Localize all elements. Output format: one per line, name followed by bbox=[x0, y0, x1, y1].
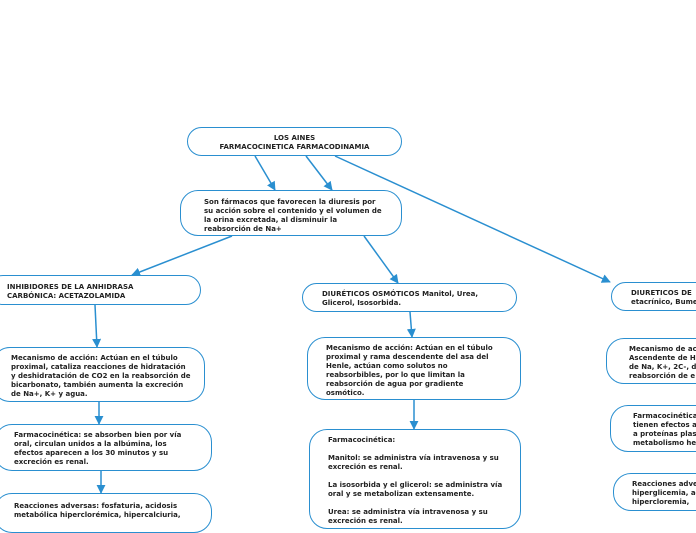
diureticos-de-node-text: DIURETICOS DE etacrínico, Bume bbox=[631, 289, 696, 306]
inhib-farmaco-node[interactable]: Farmacocinética: se absorben bien por ví… bbox=[0, 424, 212, 471]
diureticos-de-node[interactable]: DIURETICOS DE etacrínico, Bume bbox=[611, 282, 696, 311]
definition-node-text: Son fármacos que favorecen la diuresis p… bbox=[204, 198, 385, 233]
inhib-mecanismo-node-text: Mecanismo de acción: Actúan en el túbulo… bbox=[11, 354, 193, 398]
de-mecanismo-node-text: Mecanismo de ac Ascendente de H de Na, K… bbox=[629, 345, 696, 380]
de-farmaco-node[interactable]: Farmacocinética tienen efectos a a prote… bbox=[610, 405, 696, 452]
connector-lines bbox=[92, 155, 611, 494]
osmo-mecanismo-node-text: Mecanismo de acción: Actúan en el túbulo… bbox=[326, 344, 496, 397]
inhib-reacciones-node[interactable]: Reacciones adversas: fosfaturia, acidosi… bbox=[0, 493, 212, 533]
link-inhibidores-mecanismo bbox=[92, 304, 102, 348]
inhib-mecanismo-node[interactable]: Mecanismo de acción: Actúan en el túbulo… bbox=[0, 347, 205, 402]
link-root-definition-a bbox=[254, 155, 276, 191]
osmo-farmaco-node[interactable]: Farmacocinética: Manitol: se administra … bbox=[309, 429, 521, 529]
inhibidores-node-text: INHIBIDORES DE LA ANHIDRASA CARBÓNICA: A… bbox=[7, 283, 136, 300]
link-osmoticos-mecanismo bbox=[406, 311, 416, 338]
link-root-diureticos-de bbox=[334, 155, 611, 283]
osmo-farmaco-node-text: Farmacocinética: Manitol: se administra … bbox=[328, 436, 503, 525]
osmoticos-node[interactable]: DIURÉTICOS OSMÓTICOS Manitol, Urea, Glic… bbox=[302, 283, 517, 312]
root-node[interactable]: LOS AINES FARMACOCINETICA FARMACODINAMIA bbox=[187, 127, 402, 156]
link-definition-inhibidores bbox=[131, 235, 233, 277]
osmoticos-node-text: DIURÉTICOS OSMÓTICOS Manitol, Urea, Glic… bbox=[322, 290, 481, 307]
inhib-farmaco-node-text: Farmacocinética: se absorben bien por ví… bbox=[14, 431, 184, 466]
link-root-definition-b bbox=[305, 155, 333, 191]
inhib-reacciones-node-text: Reacciones adversas: fosfaturia, acidosi… bbox=[14, 502, 181, 519]
definition-node[interactable]: Son fármacos que favorecen la diuresis p… bbox=[180, 190, 402, 236]
de-reacciones-node-text: Reacciones adve hiperglicemia, ac hiperc… bbox=[632, 480, 696, 506]
link-definition-osmoticos bbox=[363, 235, 399, 284]
inhibidores-node[interactable]: INHIBIDORES DE LA ANHIDRASA CARBÓNICA: A… bbox=[0, 275, 201, 305]
de-farmaco-node-text: Farmacocinética tienen efectos a a prote… bbox=[633, 412, 696, 447]
root-node-text: LOS AINES FARMACOCINETICA FARMACODINAMIA bbox=[219, 134, 370, 151]
osmo-mecanismo-node[interactable]: Mecanismo de acción: Actúan en el túbulo… bbox=[307, 337, 521, 400]
de-mecanismo-node[interactable]: Mecanismo de ac Ascendente de H de Na, K… bbox=[606, 338, 696, 384]
de-reacciones-node[interactable]: Reacciones adve hiperglicemia, ac hiperc… bbox=[613, 473, 696, 511]
